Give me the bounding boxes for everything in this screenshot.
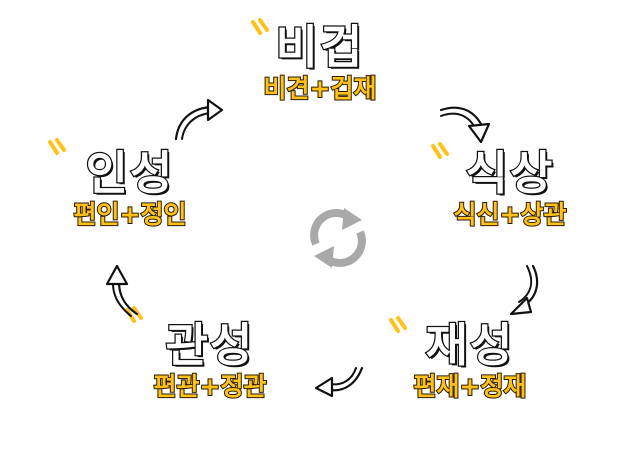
arrow-siksang-to-jaeseong-icon <box>509 264 539 316</box>
node-subtitle: 비견+겁재 <box>263 74 378 103</box>
accent-mark-icon <box>389 316 407 333</box>
node-siksang: 식상 식신+상관 <box>425 146 595 229</box>
arrow-gwanseong-to-inseong-icon <box>105 264 139 317</box>
node-inseong: 인성 편인+정인 <box>45 146 215 229</box>
arrow-bigeop-to-siksang-icon <box>439 106 491 144</box>
node-gwanseong: 관성 편관+정관 <box>125 318 295 401</box>
node-title: 비겁 <box>274 20 365 74</box>
node-subtitle: 편재+정재 <box>413 372 528 401</box>
node-bigeop: 비겁 비견+겁재 <box>245 20 395 103</box>
arrow-inseong-to-bigeop-icon <box>174 98 224 141</box>
node-subtitle: 편관+정관 <box>153 372 268 401</box>
node-subtitle: 편인+정인 <box>73 200 188 229</box>
node-jaeseong: 재성 편재+정재 <box>385 318 555 401</box>
node-subtitle: 식신+상관 <box>453 200 568 229</box>
accent-mark-icon <box>431 142 449 159</box>
accent-mark-icon <box>251 18 269 35</box>
accent-mark-icon <box>48 138 66 155</box>
node-title: 재성 <box>424 318 515 372</box>
arrow-jaeseong-to-gwanseong-icon <box>314 366 364 398</box>
node-title: 관성 <box>164 318 255 372</box>
cycle-icon <box>310 208 366 268</box>
node-title: 식상 <box>464 146 555 200</box>
node-title: 인성 <box>84 146 175 200</box>
